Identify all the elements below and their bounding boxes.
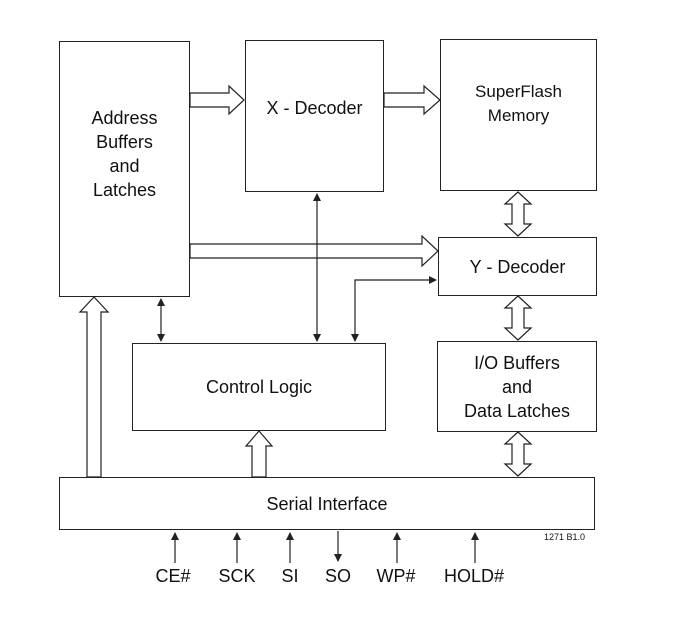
y-decoder-block: Y - Decoder: [438, 237, 597, 296]
superflash-memory-block: SuperFlash Memory: [440, 39, 597, 191]
signal-si: SI: [281, 566, 299, 586]
addr-to-xdec-arrow: [189, 84, 245, 116]
control-ydec-link: [351, 276, 437, 342]
serial-to-control-arrow: [244, 430, 274, 478]
serial-interface-label: Serial Interface: [266, 493, 388, 514]
control-logic-block: Control Logic: [132, 343, 386, 431]
addr-to-ydec-arrow: [189, 234, 439, 268]
signal-hold: HOLD#: [443, 566, 505, 586]
memory-ydec-arrow: [503, 191, 533, 237]
superflash-memory-label: SuperFlash Memory: [475, 82, 562, 125]
control-logic-label: Control Logic: [205, 377, 313, 397]
ydec-io-arrow: [503, 295, 533, 341]
y-decoder-label: Y - Decoder: [469, 256, 566, 277]
io-buffers-label: I/O Buffers and Data Latches: [463, 352, 571, 421]
figure-reference: 1271 B1.0: [544, 532, 586, 542]
io-buffers-block: I/O Buffers and Data Latches: [437, 341, 597, 432]
signal-sck: SCK: [218, 566, 256, 586]
x-decoder-label: X - Decoder: [266, 98, 363, 118]
address-buffers-label: Address Buffers and Latches: [91, 108, 158, 200]
signal-so: SO: [324, 566, 352, 586]
address-buffers-block: Address Buffers and Latches: [59, 41, 190, 297]
xdec-to-memory-arrow: [383, 84, 441, 116]
x-decoder-block: X - Decoder: [245, 40, 384, 192]
signal-ce: CE#: [155, 566, 191, 586]
signal-wp: WP#: [376, 566, 416, 586]
io-serial-arrow: [503, 431, 533, 477]
serial-interface-block: Serial Interface: [59, 477, 595, 530]
serial-to-addr-arrow: [78, 296, 110, 478]
